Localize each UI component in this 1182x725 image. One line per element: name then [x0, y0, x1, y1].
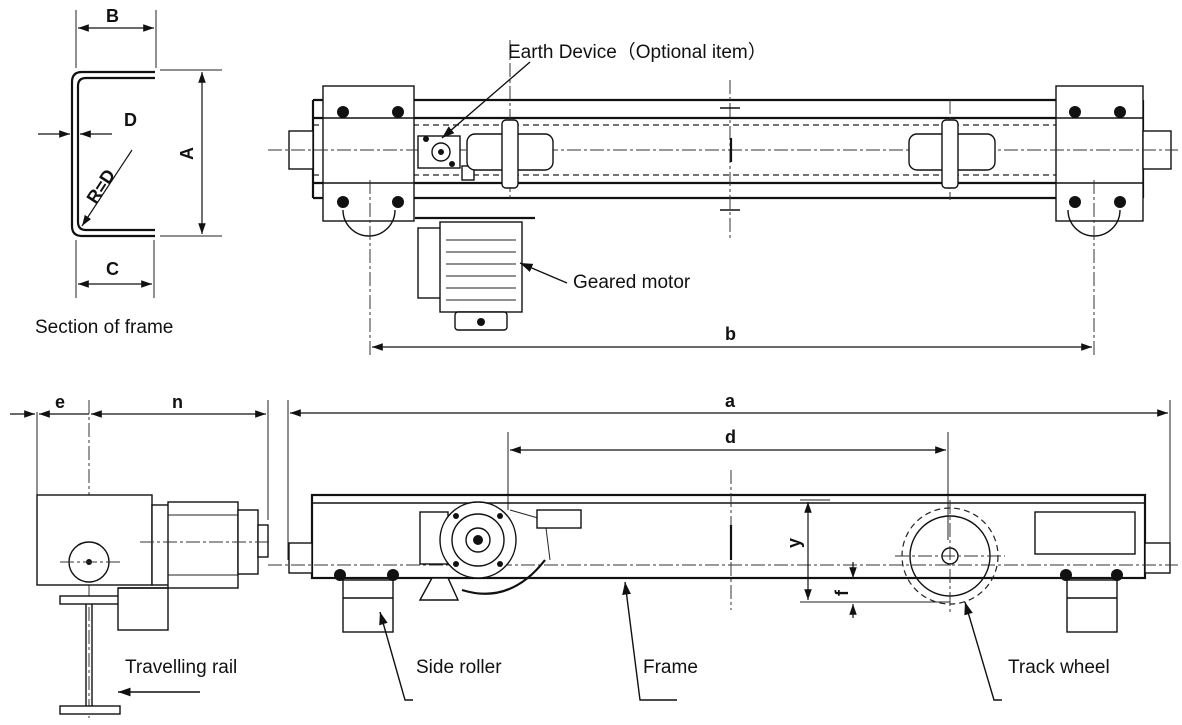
end-view: e n Travelling rail	[10, 392, 272, 718]
travelling-rail-label: Travelling rail	[125, 657, 237, 678]
dim-b-label: b	[725, 324, 736, 344]
dim-a-label: a	[725, 391, 736, 411]
earth-device-label: Earth Device（Optional item）	[508, 41, 767, 63]
side-rollers	[334, 569, 1123, 633]
frame-label: Frame	[643, 657, 698, 678]
dim-d-label: d	[725, 427, 736, 447]
dim-D-label: D	[124, 110, 137, 130]
dim-n-label: n	[172, 392, 183, 412]
side-roller-label: Side roller	[416, 657, 502, 678]
dim-R-label: R=D	[83, 166, 120, 208]
top-view: b Earth Device（Optional item） Geared mot…	[268, 40, 1178, 355]
dim-y-label: y	[784, 538, 804, 548]
track-wheel	[895, 500, 1005, 612]
top-bolts	[337, 106, 1126, 208]
dim-f-label: f	[832, 589, 852, 596]
front-view: a d	[268, 391, 1178, 701]
section-of-frame-view: B A D R=D C Section of frame	[35, 6, 222, 338]
dim-B-label: B	[106, 6, 119, 26]
section-of-frame-label: Section of frame	[35, 317, 173, 338]
dim-e-label: e	[55, 392, 65, 412]
geared-motor-front	[418, 501, 582, 601]
dim-C-label: C	[106, 259, 119, 279]
dim-A-label: A	[177, 147, 197, 160]
track-wheel-label: Track wheel	[1008, 657, 1110, 678]
geared-motor-top	[415, 216, 535, 331]
geared-motor-label: Geared motor	[573, 272, 691, 293]
